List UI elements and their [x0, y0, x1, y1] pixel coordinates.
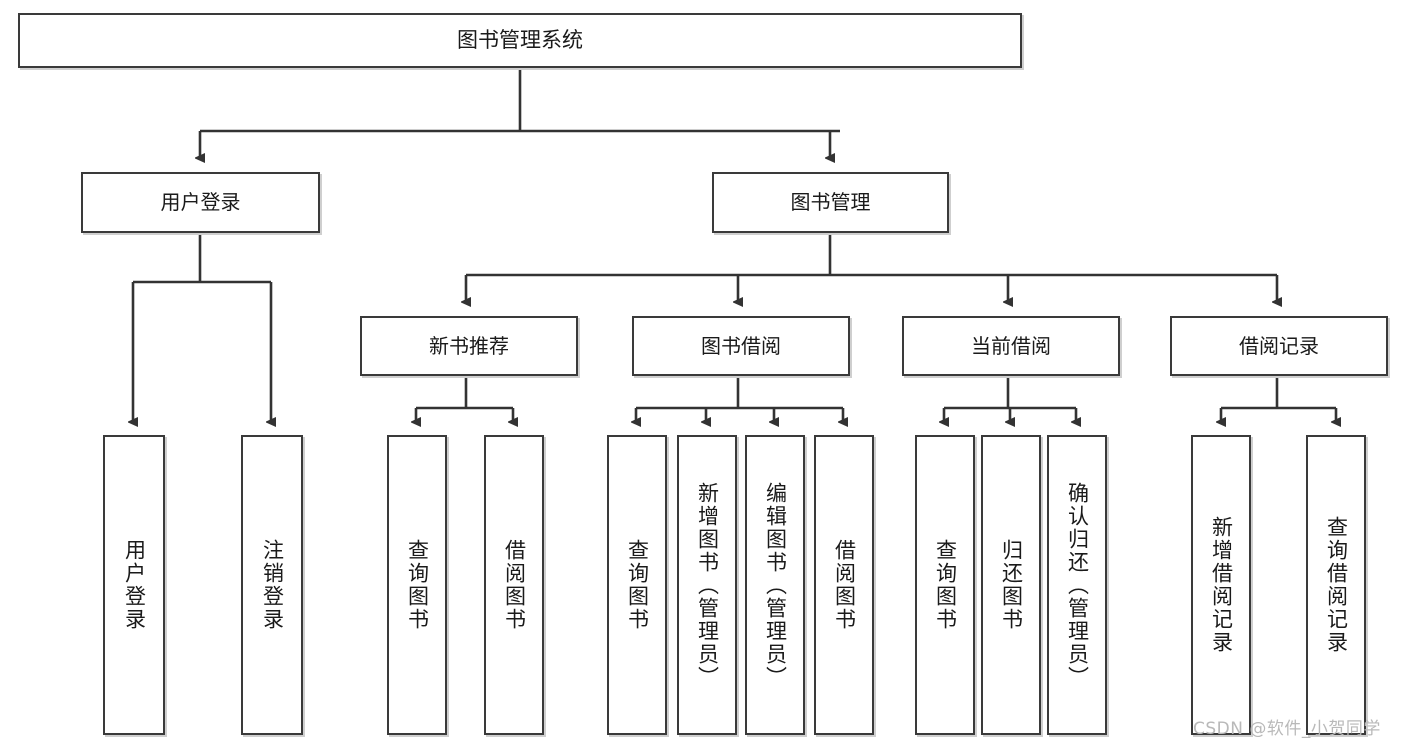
node-label: 注销登录 — [260, 539, 285, 631]
node-new-book-recommendation[interactable]: 新书推荐 — [360, 316, 578, 376]
node-leaf-query-book-borrow[interactable]: 查询图书 — [607, 435, 667, 735]
node-leaf-query-book-current[interactable]: 查询图书 — [915, 435, 975, 735]
node-leaf-return-book[interactable]: 归还图书 — [981, 435, 1041, 735]
node-label: 确认归还（管理员） — [1065, 481, 1090, 689]
node-label: 借阅图书 — [502, 539, 527, 631]
node-label: 查询图书 — [405, 539, 430, 631]
node-label: 借阅图书 — [832, 539, 857, 631]
node-label: 用户登录 — [122, 539, 147, 631]
node-label: 图书管理系统 — [457, 27, 583, 52]
node-leaf-edit-book-admin[interactable]: 编辑图书（管理员） — [745, 435, 805, 735]
node-leaf-borrow-book-borrow[interactable]: 借阅图书 — [814, 435, 874, 735]
node-label: 新增图书（管理员） — [695, 481, 720, 689]
node-leaf-add-book-admin[interactable]: 新增图书（管理员） — [677, 435, 737, 735]
node-label: 新书推荐 — [429, 333, 509, 358]
node-label: 查询借阅记录 — [1324, 516, 1349, 654]
node-leaf-add-borrow-record[interactable]: 新增借阅记录 — [1191, 435, 1251, 735]
node-borrowing-record[interactable]: 借阅记录 — [1170, 316, 1388, 376]
node-label: 归还图书 — [999, 539, 1024, 631]
node-book-borrowing[interactable]: 图书借阅 — [632, 316, 850, 376]
node-user-login[interactable]: 用户登录 — [81, 172, 320, 233]
node-leaf-logout[interactable]: 注销登录 — [241, 435, 303, 735]
node-label: 查询图书 — [933, 539, 958, 631]
node-label: 编辑图书（管理员） — [763, 481, 788, 689]
node-leaf-borrow-book-recommend[interactable]: 借阅图书 — [484, 435, 544, 735]
node-label: 借阅记录 — [1239, 333, 1319, 358]
node-label: 用户登录 — [160, 190, 241, 215]
csdn-watermark: CSDN @软件_小贺同学 — [1193, 719, 1381, 739]
node-root-book-management-system[interactable]: 图书管理系统 — [18, 13, 1022, 68]
node-leaf-user-login[interactable]: 用户登录 — [103, 435, 165, 735]
node-current-borrowing[interactable]: 当前借阅 — [902, 316, 1120, 376]
node-leaf-query-borrow-record[interactable]: 查询借阅记录 — [1306, 435, 1366, 735]
node-label: 图书借阅 — [701, 333, 781, 358]
node-label: 当前借阅 — [971, 333, 1051, 358]
node-label: 查询图书 — [625, 539, 650, 631]
node-label: 图书管理 — [790, 190, 871, 215]
node-label: 新增借阅记录 — [1209, 516, 1234, 654]
node-leaf-confirm-return-admin[interactable]: 确认归还（管理员） — [1047, 435, 1107, 735]
node-book-management[interactable]: 图书管理 — [712, 172, 949, 233]
node-leaf-query-book-recommend[interactable]: 查询图书 — [387, 435, 447, 735]
